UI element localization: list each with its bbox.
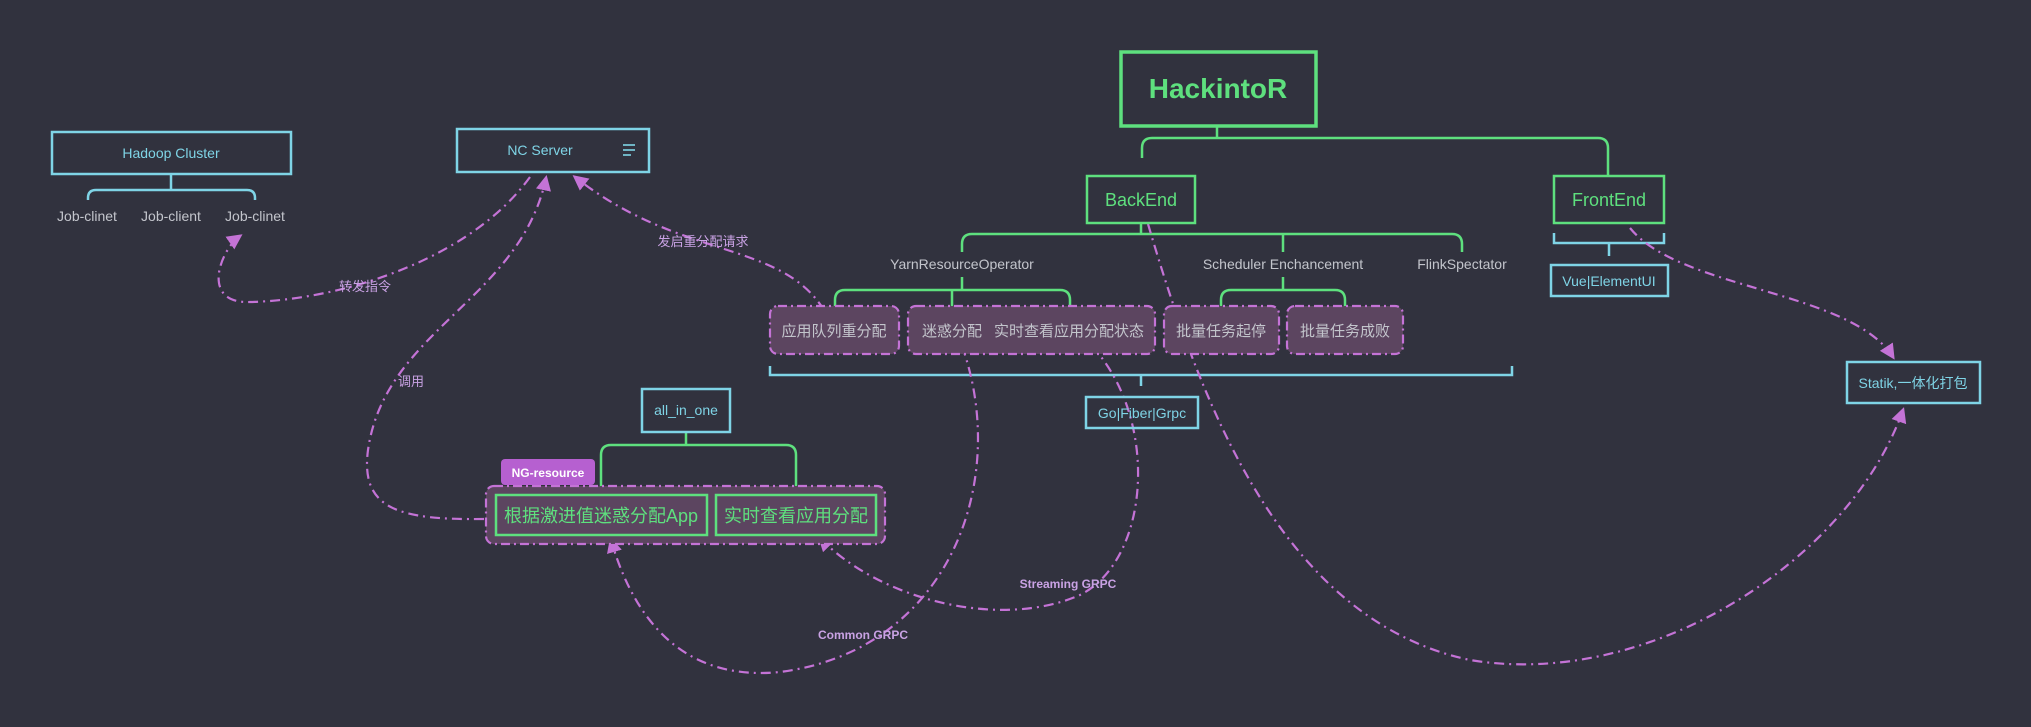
frontend-tech-node: Vue|ElementUI <box>1549 263 1670 298</box>
ng-item-fuzzy-alloc-app: 根据激进值迷惑分配App <box>504 506 698 526</box>
all-in-one-label: all_in_one <box>654 402 718 418</box>
task-fuzzy-alloc: 迷惑分配 <box>922 323 982 340</box>
task-batch-success-box: 批量任务成败 <box>1285 304 1405 356</box>
backend-tech-label: Go|Fiber|Grpc <box>1098 405 1186 421</box>
backend-tech-node: Go|Fiber|Grpc <box>1084 395 1200 430</box>
menu-icon <box>623 144 635 156</box>
ng-item-realtime-view: 实时查看应用分配 <box>724 506 868 526</box>
statik-label: Statik,一体化打包 <box>1859 375 1968 391</box>
edge-realloc-request <box>572 175 825 311</box>
edge-label-common-grpc: Common GRPC <box>818 628 908 642</box>
nc-server-label: NC Server <box>507 142 573 158</box>
task-batch-success: 批量任务成败 <box>1300 323 1390 340</box>
edge-invoke <box>365 174 551 521</box>
edge-label-forward-command: 转发指令 <box>339 279 391 294</box>
edge-streaming-grpc <box>817 345 1140 611</box>
nc-server-node: NC Server <box>455 127 651 174</box>
tree-connectors <box>86 127 1666 494</box>
edge-label-realloc-request: 发启重分配请求 <box>657 234 748 249</box>
ng-resource-tag <box>501 459 595 485</box>
scheduler-enchancement: Scheduler Enchancement <box>1203 256 1363 272</box>
task-queue-realloc: 应用队列重分配 <box>781 322 886 340</box>
root-node: HackintoR <box>1119 50 1318 128</box>
task-group-yarn-1: 应用队列重分配 <box>768 304 901 356</box>
hadoop-node: Hadoop Cluster <box>50 130 293 176</box>
task-batch-start-stop: 批量任务起停 <box>1176 323 1266 340</box>
backend-label: BackEnd <box>1105 190 1177 210</box>
edge-label-invoke: 调用 <box>398 374 424 389</box>
backend-node: BackEnd <box>1085 174 1197 225</box>
task-group-yarn-2: 迷惑分配 实时查看应用分配状态 <box>906 304 1157 356</box>
frontend-node: FrontEnd <box>1552 174 1666 225</box>
all-in-one-node: all_in_one <box>640 387 732 434</box>
edge-label-streaming-grpc: Streaming GRPC <box>1020 577 1117 591</box>
flink-spectator: FlinkSpectator <box>1417 256 1507 272</box>
ng-resource-tag-label: NG-resource <box>512 466 585 480</box>
statik-node: Statik,一体化打包 <box>1845 360 1982 405</box>
root-label: HackintoR <box>1149 73 1287 104</box>
hadoop-client-2: Job-client <box>141 208 201 224</box>
frontend-tech-label: Vue|ElementUI <box>1562 273 1655 289</box>
relation-arrows <box>217 174 1907 675</box>
edge-frontend-statik <box>1629 227 1895 360</box>
task-realtime-status: 实时查看应用分配状态 <box>994 322 1144 340</box>
yarn-resource-operator: YarnResourceOperator <box>890 256 1034 272</box>
edge-common-grpc <box>607 345 980 675</box>
edge-backend-frontend <box>1146 223 1907 666</box>
ng-resource-group: NG-resource 根据激进值迷惑分配App 实时查看应用分配 <box>484 459 887 546</box>
hadoop-client-1: Job-clinet <box>57 208 117 224</box>
frontend-label: FrontEnd <box>1572 190 1646 210</box>
hadoop-label: Hadoop Cluster <box>122 145 220 161</box>
hadoop-client-3: Job-clinet <box>225 208 285 224</box>
task-batch-start-stop-box: 批量任务起停 <box>1162 304 1281 356</box>
